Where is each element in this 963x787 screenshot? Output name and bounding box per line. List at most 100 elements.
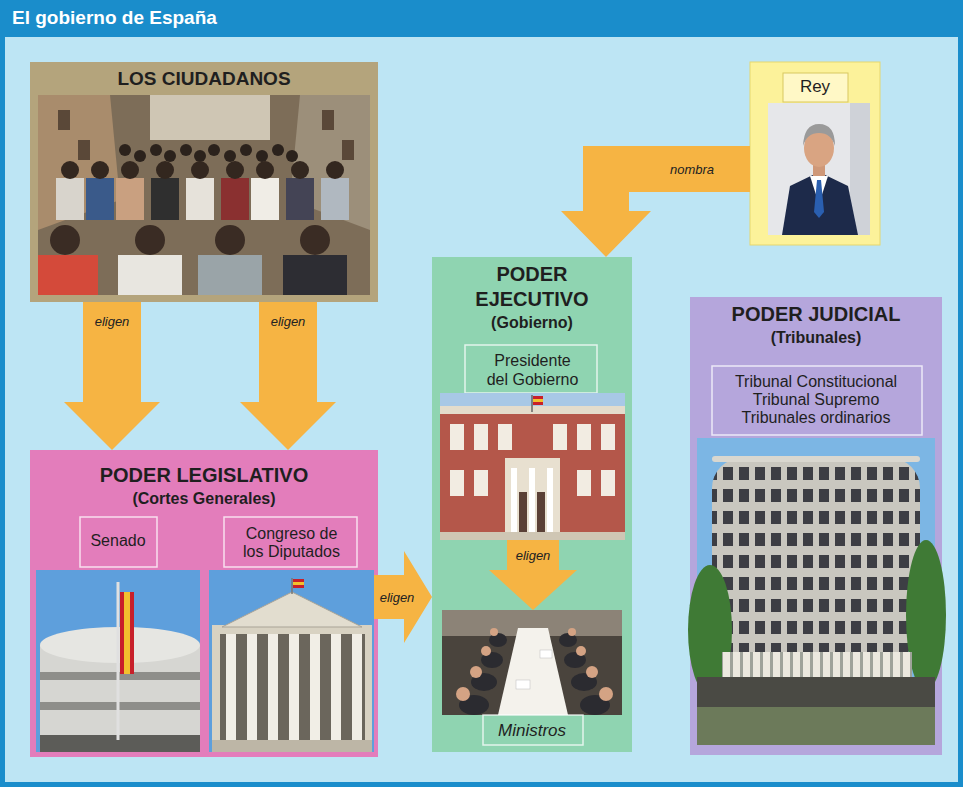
legislative-panel (30, 450, 378, 757)
box-heading: Ministros (472, 721, 592, 741)
arrow-label-holder: nombra (670, 160, 714, 178)
palace-photo (440, 393, 625, 540)
block-arrow (489, 540, 577, 610)
king-photo (768, 103, 870, 235)
arrow-label-holder: eligen (380, 588, 415, 606)
palace-photo (537, 492, 545, 534)
executive-panel (465, 345, 597, 393)
crowd-photo (38, 95, 370, 295)
congress-photo (268, 634, 278, 740)
crowd-photo (286, 150, 298, 162)
king-photo (768, 103, 870, 235)
crowd-photo (272, 144, 284, 156)
box-heading: PODER JUDICIAL (698, 302, 934, 327)
congress-photo (352, 634, 362, 740)
executive-panel (432, 257, 632, 752)
cabinet-photo (576, 646, 586, 656)
box-heading: Presidente del Gobierno (483, 351, 583, 389)
palace-photo (533, 399, 543, 402)
block-arrow (64, 302, 160, 450)
crowd-photo (224, 150, 236, 162)
congress-photo (293, 582, 304, 585)
palace-photo (519, 492, 527, 534)
crowd-photo (50, 225, 330, 255)
crowd-photo (326, 161, 344, 179)
crowd-photo (321, 178, 349, 220)
king-panel (750, 62, 880, 245)
box-heading: LOS CIUDADANOS (40, 68, 368, 90)
legislative-panel (224, 517, 357, 567)
arrow-label-holder: eligen (271, 312, 306, 330)
congress-photo (212, 625, 372, 752)
palace-photo (529, 468, 535, 534)
king-photo (803, 124, 835, 146)
arrow-label: eligen (380, 590, 415, 605)
court-photo (712, 456, 920, 462)
cabinet-photo (498, 628, 568, 715)
crowd-photo (58, 110, 70, 130)
crowd-photo (215, 225, 245, 255)
arrow-label-holder: eligen (516, 546, 551, 564)
cabinet-photo (516, 680, 530, 689)
box-heading: PODER EJECUTIVO (448, 262, 616, 312)
box-text: (Gobierno) (448, 312, 616, 334)
palace-photo (450, 470, 464, 496)
box-text: Tribunales ordinarios (709, 409, 923, 427)
arrow-label: eligen (516, 548, 551, 563)
congress-photo (209, 570, 374, 752)
judicial-panel (688, 297, 946, 755)
crowd-photo (240, 144, 252, 156)
cabinet-photo (568, 628, 576, 636)
box-text: (Tribunales) (698, 327, 934, 349)
cabinet-photo (586, 666, 598, 678)
crowd-photo (342, 140, 354, 160)
cabinet-photo (481, 646, 491, 656)
palace-photo (547, 468, 553, 534)
palace-photo (531, 395, 533, 412)
congress-photo (226, 634, 236, 740)
arrow-label: eligen (95, 314, 130, 329)
palace-photo (601, 424, 615, 450)
king-photo (814, 180, 824, 218)
crowd-photo (56, 178, 84, 220)
box-heading: Congreso de los Diputados (237, 525, 346, 561)
crowd-photo (50, 225, 80, 255)
congress-photo (331, 634, 341, 740)
congress-photo (220, 634, 365, 740)
palace-photo (533, 402, 543, 405)
box-heading: Senado (66, 532, 170, 550)
senate-photo (36, 570, 200, 752)
congress-photo (222, 592, 362, 627)
block-arrow (561, 146, 750, 257)
palace-photo (601, 470, 615, 496)
crowd-photo (191, 161, 209, 179)
crowd-photo (121, 161, 139, 179)
palace-photo (577, 470, 591, 496)
title-bar: El gobierno de España (12, 6, 217, 32)
palace-photo (533, 396, 543, 399)
senate-photo (120, 592, 134, 674)
citizens-panel (30, 62, 378, 302)
crowd-photo (164, 150, 176, 162)
cabinet-photo (456, 687, 470, 701)
cabinet-photo (490, 628, 498, 636)
block-arrow (374, 551, 432, 643)
king-photo (782, 172, 858, 235)
crowd-photo (221, 178, 249, 220)
crowd-photo (91, 161, 109, 179)
king-box: Rey (750, 62, 880, 245)
crowd-photo (194, 150, 206, 162)
cabinet-photo (442, 610, 622, 715)
crowd-photo (119, 144, 131, 156)
congress-photo (310, 634, 320, 740)
crowd-photo (186, 178, 214, 220)
congress-photo (293, 579, 304, 582)
palace-photo (505, 458, 560, 540)
president-box: Presidente del Gobierno (440, 345, 625, 540)
congress-photo (291, 578, 293, 594)
court-photo (697, 677, 935, 707)
block-arrow (240, 302, 336, 450)
crowd-photo (286, 178, 314, 220)
